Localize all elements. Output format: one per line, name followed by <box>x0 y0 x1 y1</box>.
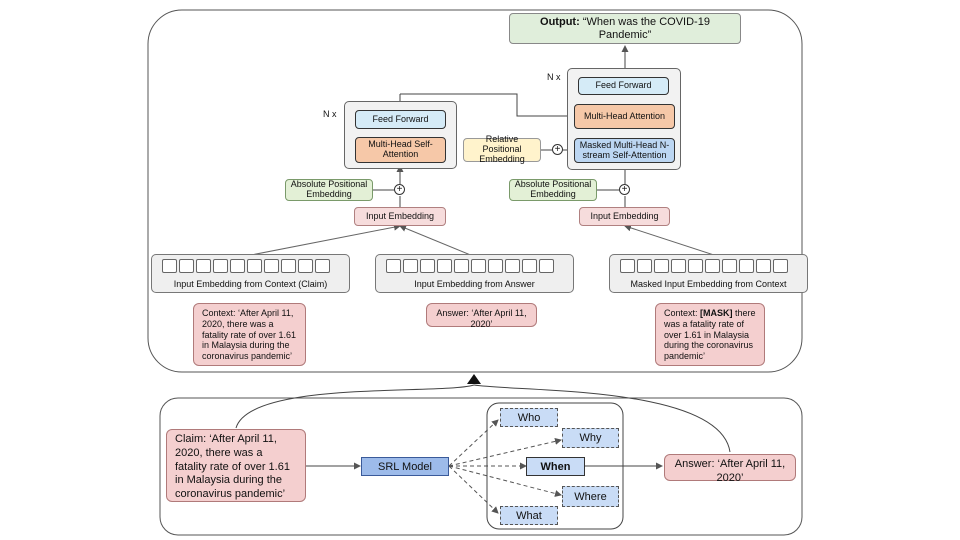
answer-note: Answer: ‘After April 11, 2020’ <box>426 303 537 329</box>
decoder-masked-self-attention: Masked Multi-Head N-stream Self-Attentio… <box>574 138 675 163</box>
decoder-positional-embedding: Absolute Positional Embedding <box>509 179 597 201</box>
claim-box: Claim: ‘After April 11, 2020, there was … <box>166 429 306 502</box>
context-embedding-bar: Input Embedding from Context (Claim) <box>151 254 350 293</box>
answer-token-cells <box>386 259 554 273</box>
output-label: Output: <box>540 16 580 29</box>
answer-embedding-label: Input Embedding from Answer <box>414 279 535 289</box>
answer-box: Answer: ‘After April 11, 2020’ <box>664 454 796 484</box>
answer-embedding-bar: Input Embedding from Answer <box>375 254 574 293</box>
context-note: Context: ‘After April 11, 2020, there wa… <box>193 303 306 366</box>
wh-when: When <box>526 457 585 476</box>
srl-model-box: SRL Model <box>361 457 449 476</box>
relative-add-icon: + <box>552 144 563 155</box>
merge-arrow-icon <box>467 374 481 384</box>
output-text: “When was the COVID-19 Pandemic” <box>582 16 710 41</box>
output-box: Output: “When was the COVID-19 Pandemic” <box>509 13 741 44</box>
masked-token-cells <box>620 259 788 273</box>
wh-where: Where <box>562 486 619 507</box>
masked-context-note: Context: [MASK] there was a fatality rat… <box>655 303 765 366</box>
encoder-self-attention: Multi-Head Self-Attention <box>355 137 446 163</box>
encoder-add-icon: + <box>394 184 405 195</box>
wh-why: Why <box>562 428 619 448</box>
decoder-feed-forward: Feed Forward <box>578 77 669 95</box>
encoder-repeat-label: N x <box>323 109 337 119</box>
decoder-repeat-label: N x <box>547 72 561 82</box>
decoder-attention: Multi-Head Attention <box>574 104 675 129</box>
wh-who: Who <box>500 408 558 427</box>
decoder-input-embedding: Input Embedding <box>579 207 670 226</box>
masked-embedding-bar: Masked Input Embedding from Context <box>609 254 808 293</box>
mask-token: [MASK] <box>700 308 733 318</box>
wh-what: What <box>500 506 558 525</box>
context-embedding-label: Input Embedding from Context (Claim) <box>173 279 328 289</box>
decoder-add-icon: + <box>619 184 630 195</box>
encoder-input-embedding: Input Embedding <box>354 207 446 226</box>
relative-positional-embedding: Relative Positional Embedding <box>463 134 541 164</box>
context-token-cells <box>162 259 330 273</box>
masked-note-rest: there was a fatality rate of over 1.61 i… <box>664 308 756 362</box>
masked-embedding-label: Masked Input Embedding from Context <box>630 279 787 289</box>
encoder-feed-forward: Feed Forward <box>355 110 446 129</box>
encoder-positional-embedding: Absolute Positional Embedding <box>285 179 373 201</box>
masked-note-prefix: Context: <box>664 308 701 318</box>
